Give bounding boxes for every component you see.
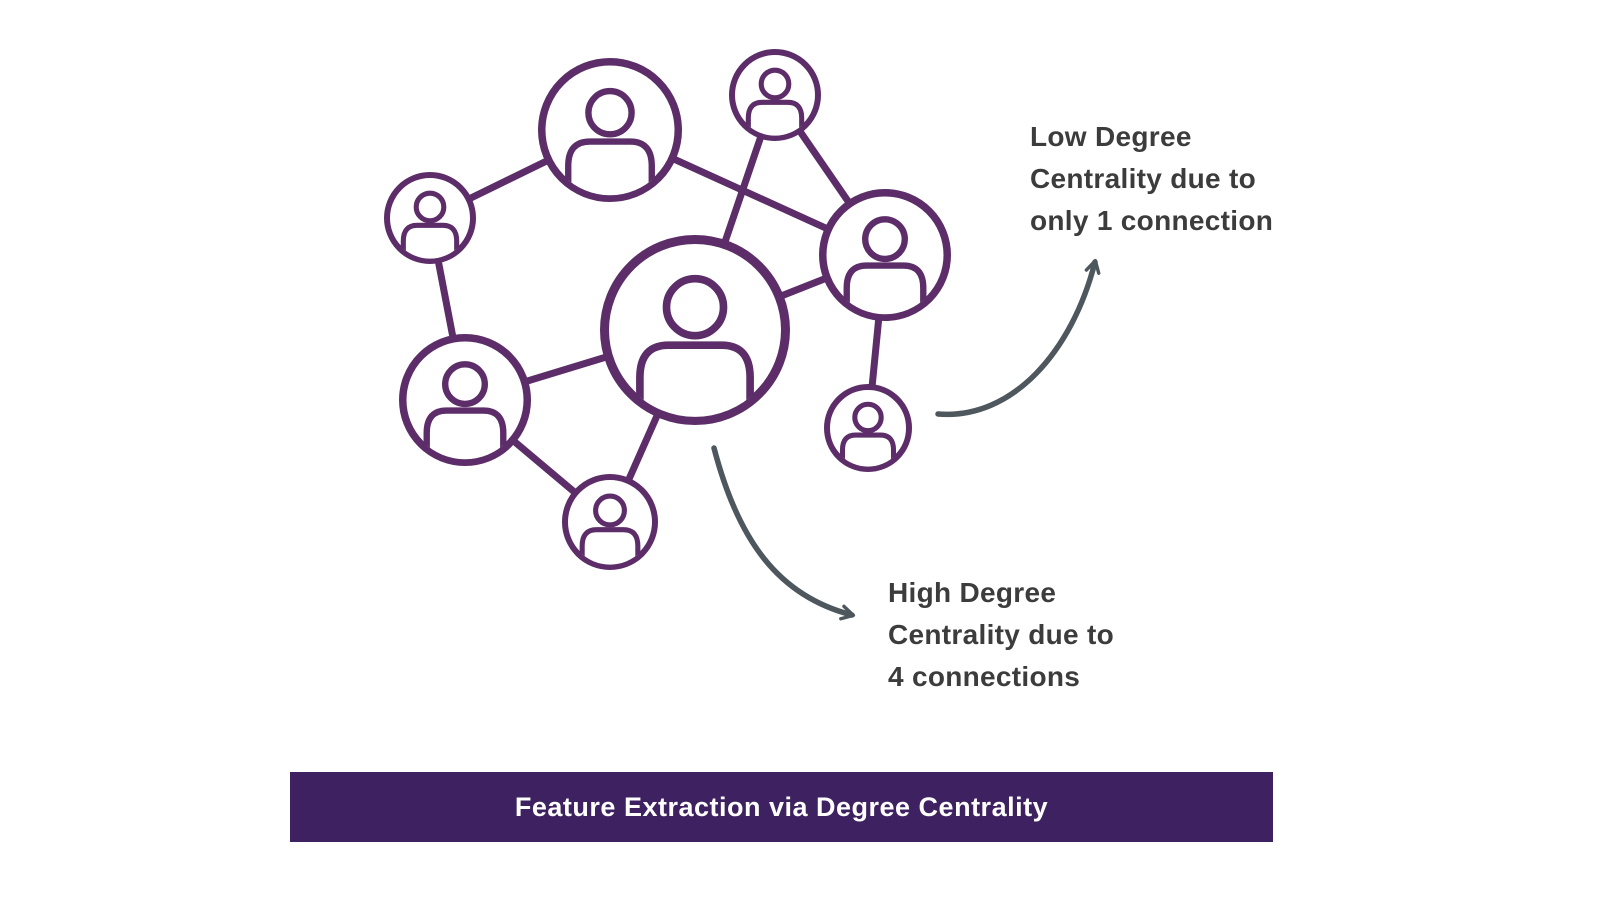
person-node-top-right-small (729, 49, 821, 141)
person-head-icon (862, 216, 908, 263)
low-degree-annotation: Low Degree Centrality due to only 1 conn… (1030, 121, 1274, 236)
person-node-left-small (384, 172, 476, 264)
person-head-icon (585, 87, 635, 138)
person-shoulders-icon (745, 99, 805, 136)
person-head-icon (758, 67, 792, 101)
person-head-icon (413, 190, 447, 224)
person-shoulders-icon (636, 341, 754, 417)
annotation-arrow-high (711, 445, 856, 621)
person-head-icon (442, 361, 488, 408)
person-node-bottom-small (562, 474, 658, 570)
high-degree-annotation: High Degree Centrality due to 4 connecti… (888, 577, 1115, 692)
person-shoulders-icon (839, 432, 897, 467)
person-node-center-hub (600, 235, 790, 425)
person-node-right-leaf (824, 384, 912, 472)
person-node-top-center (538, 58, 682, 202)
person-head-icon (593, 493, 627, 528)
person-head-icon (852, 401, 884, 434)
caption-banner-label: Feature Extraction via Degree Centrality (514, 791, 1049, 822)
person-shoulders-icon (400, 222, 460, 259)
person-node-right-large (819, 189, 951, 321)
caption-banner: Feature Extraction via Degree Centrality (290, 772, 1273, 842)
annotation-arrow-low (935, 258, 1101, 418)
person-head-icon (662, 274, 728, 340)
person-node-left-bottom (399, 334, 531, 466)
